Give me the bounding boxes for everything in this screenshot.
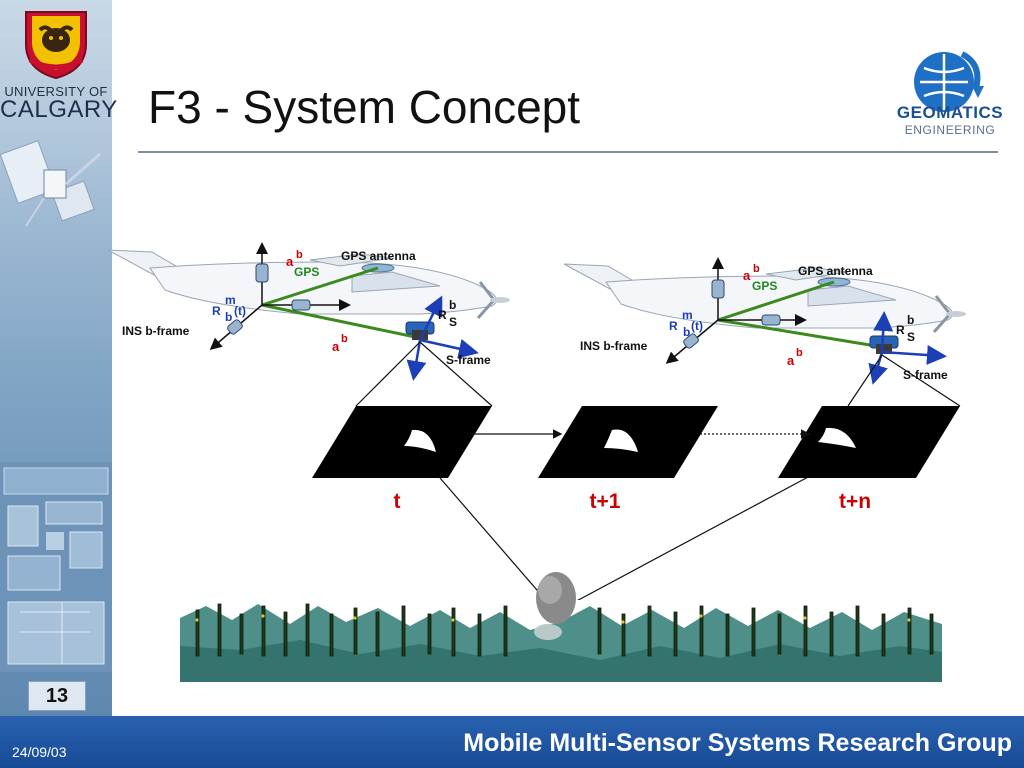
university-crest-icon	[25, 11, 87, 80]
rm-m-label: m	[225, 293, 236, 307]
rs-b-label: b	[449, 298, 456, 312]
sidebar: UNIVERSITY OF CALGARY 13	[0, 0, 118, 716]
aircraft-1	[107, 249, 510, 319]
geomatics-line2: ENGINEERING	[904, 123, 996, 137]
aircraft-1-vectors	[209, 242, 479, 381]
rm-r-label: R	[212, 304, 221, 318]
university-name: UNIVERSITY OF CALGARY	[0, 84, 118, 123]
title-divider	[138, 151, 998, 153]
university-name-line1: UNIVERSITY OF	[4, 84, 108, 99]
a-s-label: a	[332, 339, 340, 354]
gps-antenna-label: GPS antenna	[798, 264, 873, 278]
rs-s-label: S	[907, 330, 915, 344]
system-concept-diagram: GPS antenna a b GPS R m b (t) INS b-fram…	[107, 242, 966, 682]
rs-s-label: S	[449, 315, 457, 329]
time-label-tn: t+n	[839, 490, 871, 513]
terrain-scene	[180, 572, 942, 682]
rm-b-label: b	[225, 310, 232, 324]
ins-frame-label: INS b-frame	[122, 324, 190, 338]
slide-title: F3 - System Concept	[148, 81, 581, 133]
gps-antenna-label: GPS antenna	[341, 249, 416, 263]
image-frame-t1	[538, 406, 718, 478]
time-label-t: t	[394, 490, 401, 513]
time-label-t1: t+1	[590, 490, 621, 513]
projection-rays	[355, 341, 961, 613]
university-name-line2: CALGARY	[0, 96, 118, 123]
aircraft-2-labels: GPS antenna a b GPS R m b (t) INS b-fram…	[580, 263, 948, 382]
slide-number: 13	[28, 681, 86, 711]
a-gps-label: a	[743, 268, 751, 283]
geomatics-logo-icon	[914, 51, 984, 112]
geomatics-line1: GEOMATICS	[896, 103, 1004, 122]
rm-t-label: (t)	[234, 304, 246, 318]
footer-group-name: Mobile Multi-Sensor Systems Research Gro…	[463, 729, 1012, 757]
a-gps-label: a	[286, 254, 294, 269]
rm-t-label: (t)	[691, 319, 703, 333]
geomatics-wordmark: GEOMATICS ENGINEERING	[890, 103, 1010, 137]
gps-sub-label: GPS	[294, 265, 319, 279]
rm-b-label: b	[683, 325, 690, 339]
aircraft-2	[563, 263, 966, 333]
rs-r-label: R	[896, 323, 905, 337]
a-gps-sup-label: b	[296, 249, 303, 261]
s-frame-label: S-frame	[446, 353, 491, 367]
ins-frame-label: INS b-frame	[580, 339, 648, 353]
rm-r-label: R	[669, 319, 678, 333]
image-frame-t	[312, 406, 492, 478]
a-gps-sup-label: b	[753, 263, 760, 275]
a-s-label: a	[787, 353, 795, 368]
rs-r-label: R	[438, 308, 447, 322]
slide-date: 24/09/03	[12, 744, 67, 760]
image-frame-tn	[778, 406, 960, 478]
aircraft-1-labels: GPS antenna a b GPS R m b (t) INS b-fram…	[122, 249, 491, 367]
satellite-icon	[0, 140, 101, 227]
rm-m-label: m	[682, 308, 693, 322]
rs-b-label: b	[907, 313, 914, 327]
circuit-board-image	[0, 462, 112, 672]
gps-sub-label: GPS	[752, 279, 777, 293]
a-s-sup-label: b	[796, 347, 803, 359]
footer-bar	[0, 716, 1024, 768]
s-frame-label: S-frame	[903, 368, 948, 382]
a-s-sup-label: b	[341, 333, 348, 345]
